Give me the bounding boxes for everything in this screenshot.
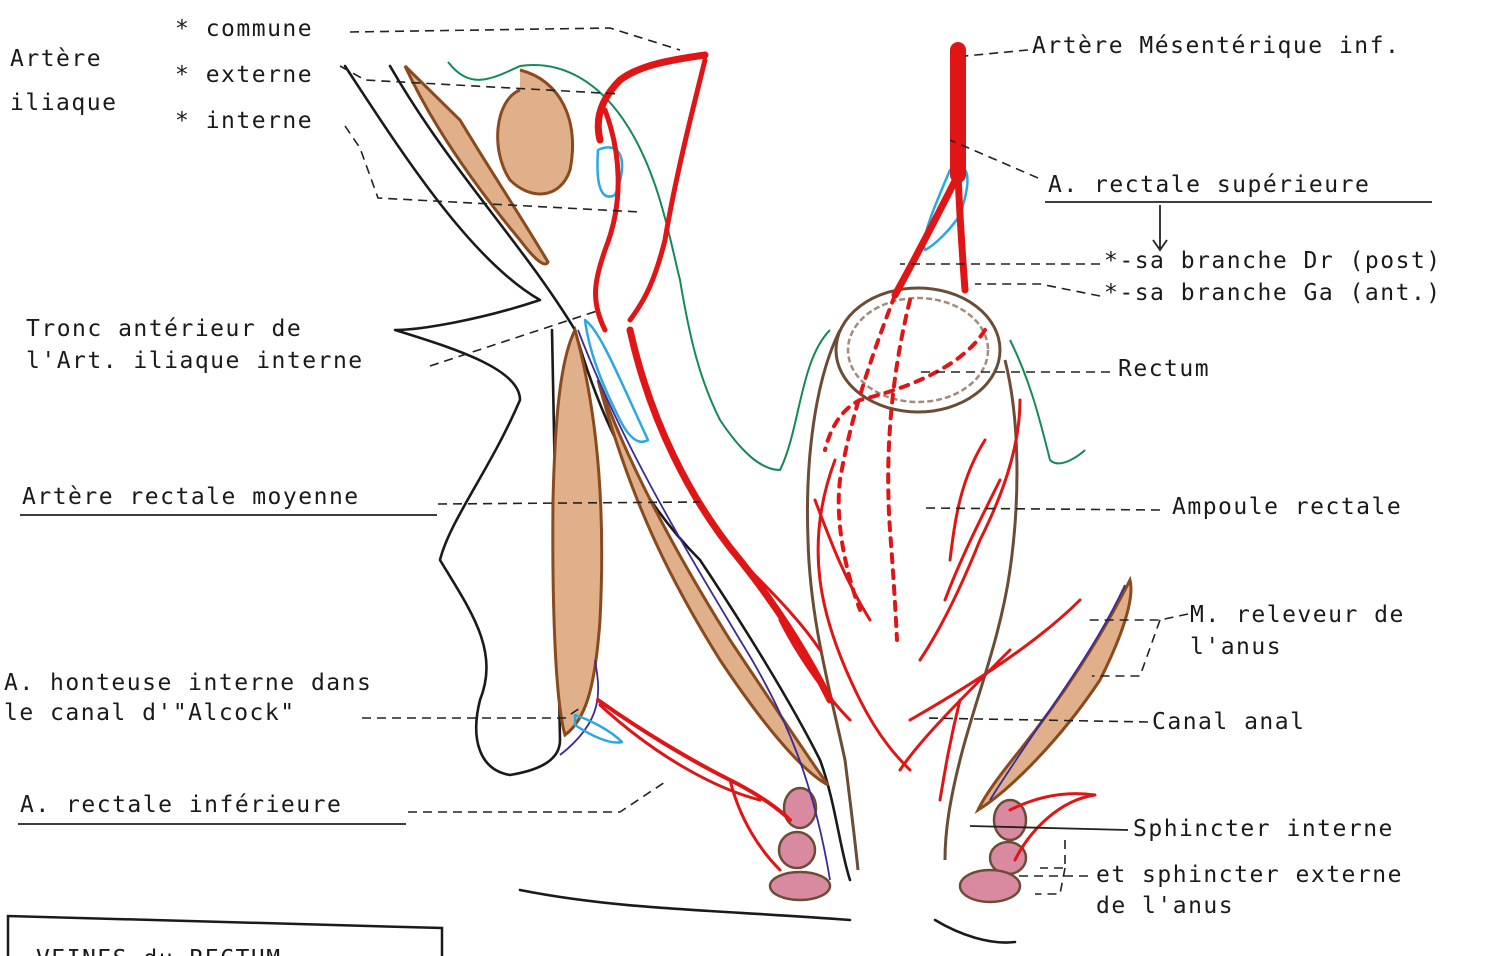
sphincter-right-3 — [960, 870, 1020, 902]
label-canal-anal: Canal anal — [1152, 709, 1305, 735]
artery-rectal-branches-left — [815, 460, 910, 770]
rectal-wall-left — [807, 330, 858, 870]
leader-branche-ga — [975, 284, 1100, 296]
label-sphincter-2: et sphincter externe — [1096, 862, 1403, 888]
artery-inferior-rectal — [600, 705, 780, 870]
label-releveur-1: M. releveur de — [1190, 602, 1405, 628]
rectum-cross-section-inner — [848, 298, 988, 402]
artery-superior-rectal-dashed-1 — [839, 295, 895, 610]
leader-commune — [350, 28, 680, 50]
artery-superior-rectal-right — [958, 175, 965, 290]
label-rectale-inf: A. rectale inférieure — [20, 792, 342, 818]
leader-honteuse — [362, 708, 580, 718]
leader-rectale-inf — [408, 780, 668, 812]
label-commune: * commune — [175, 16, 313, 42]
label-sphincter-1: Sphincter interne — [1133, 816, 1394, 842]
label-artere: Artère — [10, 46, 102, 72]
label-mesenterique: Artère Mésentérique inf. — [1032, 33, 1400, 59]
label-tronc-2: l'Art. iliaque interne — [26, 348, 364, 374]
label-releveur-2: l'anus — [1190, 634, 1282, 660]
artery-superior-rectal-dashed-2 — [888, 300, 910, 640]
label-rectum: Rectum — [1118, 356, 1210, 382]
label-externe: * externe — [175, 62, 313, 88]
label-rectale-moy: Artère rectale moyenne — [22, 484, 360, 510]
label-tronc-1: Tronc antérieur de — [26, 316, 302, 342]
leader-sphincter-externe — [1015, 840, 1088, 894]
label-sphincter-3: de l'anus — [1096, 893, 1234, 919]
legend-box-title: VEINES du RECTUM — [36, 946, 282, 956]
leader-ampoule — [925, 508, 1160, 510]
label-ampoule: Ampoule rectale — [1172, 494, 1402, 520]
nerve-right — [990, 585, 1125, 800]
sphincter-left-2 — [779, 832, 815, 868]
label-honteuse-1: A. honteuse interne dans — [4, 670, 372, 696]
label-branche-ga: *-sa branche Ga (ant.) — [1104, 280, 1442, 306]
leader-mesenterique — [965, 50, 1028, 56]
label-honteuse-2: le canal d'"Alcock" — [4, 700, 296, 726]
leader-branch-arrow — [1153, 205, 1167, 250]
leader-sphincter-interne — [970, 826, 1128, 830]
sphincter-left-3 — [770, 872, 830, 900]
pelvic-floor-outline — [520, 890, 1015, 943]
leader-canal-anal — [925, 718, 1148, 722]
label-rectale-sup: A. rectale supérieure — [1048, 172, 1370, 198]
label-iliaque: iliaque — [10, 90, 117, 116]
artery-external-iliac — [630, 60, 705, 320]
artery-superior-rectal-left — [895, 175, 958, 295]
label-interne: * interne — [175, 108, 313, 134]
label-branche-dr: *-sa branche Dr (post) — [1104, 248, 1442, 274]
